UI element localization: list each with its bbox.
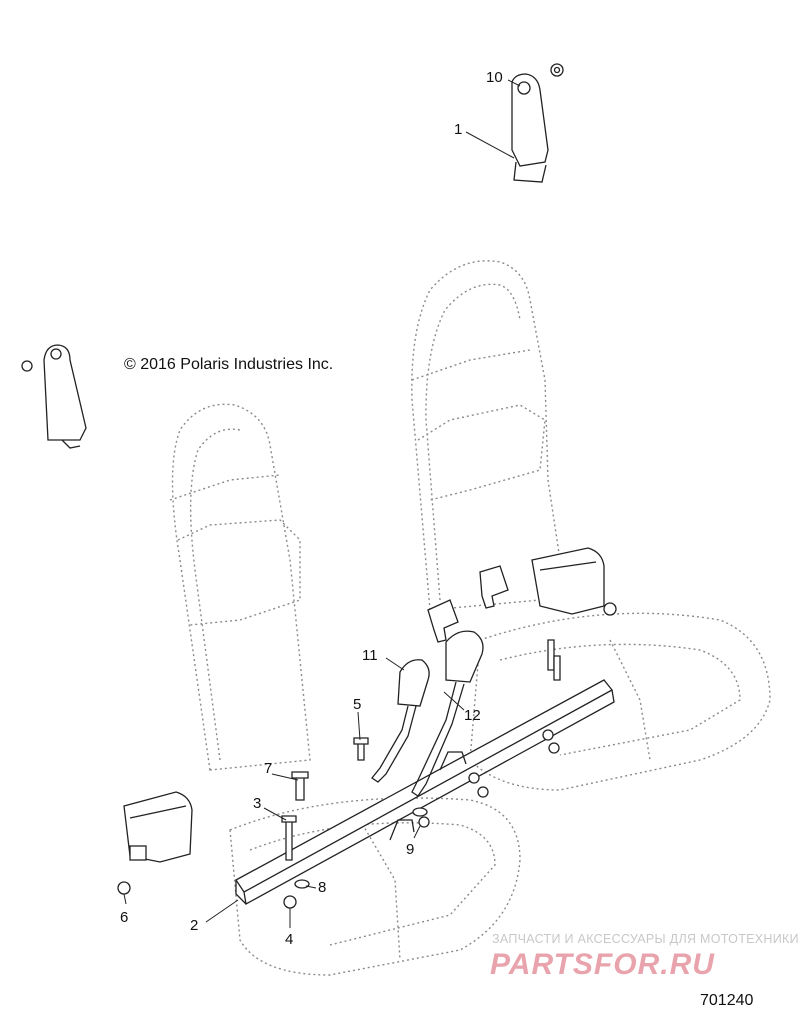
diagram-id: 701240	[700, 992, 754, 1009]
right-seat-back-panel	[417, 404, 546, 501]
callout-5: 5	[353, 696, 362, 713]
nut-left	[21, 360, 33, 372]
solid-parts	[21, 63, 617, 909]
callout-12: 12	[464, 707, 481, 724]
left-seat-cushion-inner	[249, 822, 496, 946]
mount-block-left	[123, 791, 193, 863]
watermark-tagline: ЗАПЧАСТИ И АКСЕССУАРЫ ДЛЯ МОТОТЕХНИКИ	[492, 932, 799, 946]
seat-outlines	[169, 260, 771, 976]
callout-4: 4	[285, 931, 294, 948]
bolt-5	[357, 741, 365, 761]
buckle-left	[397, 659, 430, 707]
callout-7: 7	[264, 760, 273, 777]
tube-bracket-2	[439, 751, 467, 771]
washer-9	[412, 807, 428, 817]
callout-8: 8	[318, 879, 327, 896]
washer-8	[294, 879, 310, 889]
nut-4	[283, 895, 297, 909]
bolt-right-1	[547, 639, 555, 671]
tube-bracket-1	[389, 819, 415, 841]
right-seat-back	[411, 260, 561, 611]
nut-right	[603, 602, 617, 616]
nut-6	[117, 881, 131, 895]
right-seat-back-inner	[425, 283, 521, 601]
latch-plate-2	[479, 565, 509, 609]
right-seat-cushion	[469, 612, 771, 791]
right-seat-cushion-inner	[499, 643, 741, 756]
bolt-right-2	[553, 655, 561, 681]
callout-3: 3	[253, 795, 262, 812]
left-seat-back	[171, 403, 311, 771]
callout-10: 10	[486, 69, 503, 86]
retractor-upper-loop	[513, 161, 547, 183]
watermark-logo: PARTSFOR.RU	[490, 948, 715, 981]
left-seat-back-inner	[189, 428, 241, 761]
left-seat-cushion-seam	[359, 819, 401, 961]
bolt-3	[285, 819, 293, 861]
callout-11: 11	[362, 647, 378, 664]
nut-9	[418, 816, 430, 828]
latch-plate-1	[427, 599, 459, 643]
buckle-right	[445, 630, 484, 683]
left-seat-back-seam	[169, 474, 281, 501]
callout-2: 2	[190, 917, 199, 934]
right-seat-back-seam	[411, 349, 531, 381]
retractor-upper-pivot	[517, 81, 531, 95]
callout-9: 9	[406, 841, 415, 858]
retractor-left	[43, 344, 87, 441]
right-seat-cushion-seam	[609, 639, 651, 761]
mount-block-right	[531, 547, 605, 615]
copyright-notice: © 2016 Polaris Industries Inc.	[124, 356, 334, 373]
leader-lines	[123, 79, 521, 928]
left-seat-back-panel	[177, 519, 301, 626]
left-seat-cushion	[229, 797, 521, 976]
retractor-upper	[511, 73, 549, 167]
callout-1: 1	[454, 121, 463, 138]
callout-6: 6	[120, 909, 129, 926]
